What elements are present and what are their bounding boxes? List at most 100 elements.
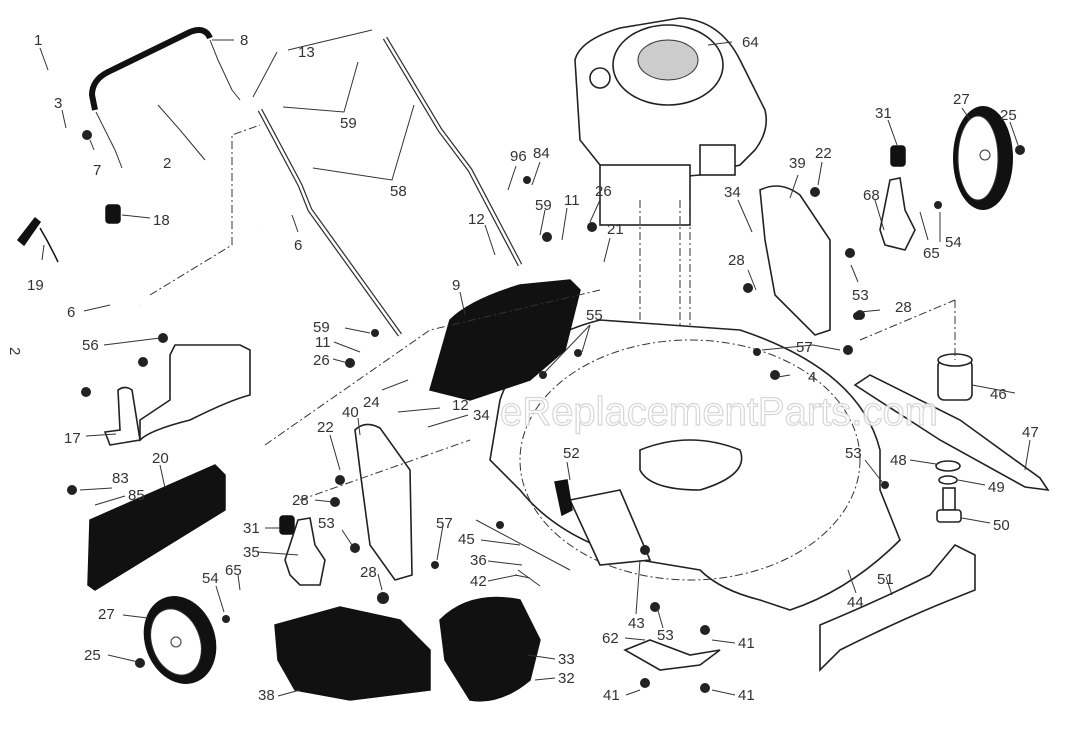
wheel-27-rear: [953, 106, 1013, 210]
callout-28: 28: [728, 252, 745, 269]
callout-53: 53: [657, 627, 674, 644]
adjuster-68: [879, 177, 916, 251]
callout-24: 24: [363, 394, 380, 411]
callout-28: 28: [895, 299, 912, 316]
callout-68: 68: [863, 187, 880, 204]
deflector-17: [103, 386, 141, 446]
callout-labels: 1 2 3 7 8 18 19 6 6 13 59 58 96 84 12 59…: [27, 32, 1039, 704]
callout-34: 34: [724, 184, 741, 201]
rear-shield-20: [87, 464, 226, 591]
fastener-dots: [67, 130, 1025, 693]
callout-3: 3: [54, 95, 62, 112]
callout-6: 6: [67, 304, 75, 321]
callout-1: 1: [34, 32, 42, 49]
callout-65: 65: [225, 562, 242, 579]
deck-44: [489, 319, 901, 611]
callout-31: 31: [243, 520, 260, 537]
adjuster-35: [284, 517, 326, 586]
callout-22: 22: [815, 145, 832, 162]
callout-62: 62: [602, 630, 619, 647]
callout-40: 40: [342, 404, 359, 421]
callout-32: 32: [558, 670, 575, 687]
callout-64: 64: [742, 34, 759, 51]
callout-25: 25: [1000, 107, 1017, 124]
callout-48: 48: [890, 452, 907, 469]
dashed-guide-left: [264, 289, 601, 501]
callout-54: 54: [202, 570, 219, 587]
callout-43: 43: [628, 615, 645, 632]
callout-38: 38: [258, 687, 275, 704]
watermark: eReplacementParts.com: [500, 390, 938, 434]
bracket-39: [759, 185, 831, 336]
washer-49: [938, 475, 958, 485]
spring-42: [514, 569, 541, 587]
knob-31-front: [279, 515, 295, 535]
handle-knob-19: [16, 216, 59, 263]
callout-11: 11: [564, 192, 580, 209]
mulch-plug-56: [139, 344, 251, 442]
callout-45: 45: [458, 531, 475, 548]
grass-bag-33: [439, 596, 541, 702]
control-bar: [88, 27, 241, 169]
deck-label-52: [554, 479, 573, 517]
callout-18: 18: [153, 212, 170, 229]
callout-41: 41: [603, 687, 620, 704]
callout-31: 31: [875, 105, 892, 122]
lower-handle: [257, 36, 523, 337]
wheel-27-front: [143, 596, 217, 684]
callout-53: 53: [318, 515, 335, 532]
callout-85: 85: [128, 487, 145, 504]
callout-47: 47: [1022, 424, 1039, 441]
callout-57: 57: [796, 339, 813, 356]
callout-41: 41: [738, 687, 755, 704]
callout-2: 2: [163, 155, 171, 172]
callout-49: 49: [988, 479, 1005, 496]
callout-55: 55: [586, 307, 603, 324]
callout-26: 26: [313, 352, 330, 369]
callout-59: 59: [313, 319, 330, 336]
callout-13: 13: [298, 44, 315, 61]
adapter-46: [937, 353, 973, 401]
bracket-40: [354, 423, 413, 581]
rear-skirt-38: [274, 606, 431, 701]
callout-52: 52: [563, 445, 580, 462]
callout-26: 26: [595, 183, 612, 200]
callout-7: 7: [93, 162, 101, 179]
callout-96: 96: [510, 148, 527, 165]
leader-lines: [39, 29, 1031, 697]
callout-27: 27: [953, 91, 970, 108]
engine-64: [574, 17, 768, 226]
callout-84: 84: [533, 145, 550, 162]
callout-65: 65: [923, 245, 940, 262]
callout-4: 4: [808, 369, 816, 386]
callout-59: 59: [340, 115, 357, 132]
callout-9: 9: [452, 277, 460, 294]
callout-50: 50: [993, 517, 1010, 534]
upper-handle: [16, 19, 264, 306]
callout-35: 35: [243, 544, 260, 561]
callout-12: 12: [452, 397, 469, 414]
callout-53: 53: [852, 287, 869, 304]
callout-27: 27: [98, 606, 115, 623]
callout-8: 8: [240, 32, 248, 49]
callout-21: 21: [607, 221, 624, 238]
callout-53: 53: [845, 445, 862, 462]
callout-39: 39: [789, 155, 806, 172]
washer-48: [935, 460, 961, 472]
rear-door-9: [429, 279, 581, 401]
callout-28: 28: [360, 564, 377, 581]
callout-25: 25: [84, 647, 101, 664]
callout-41: 41: [738, 635, 755, 652]
callout-17: 17: [64, 430, 81, 447]
callout-42: 42: [470, 573, 487, 590]
callout-59: 59: [535, 197, 552, 214]
dashed-guide-blade: [859, 299, 956, 360]
knob-31-rear: [890, 145, 906, 167]
callout-44: 44: [847, 594, 864, 611]
callout-33: 33: [558, 651, 575, 668]
callout-54: 54: [945, 234, 962, 251]
callout-57: 57: [436, 515, 453, 532]
callout-46: 46: [990, 386, 1007, 403]
callout-36: 36: [470, 552, 487, 569]
